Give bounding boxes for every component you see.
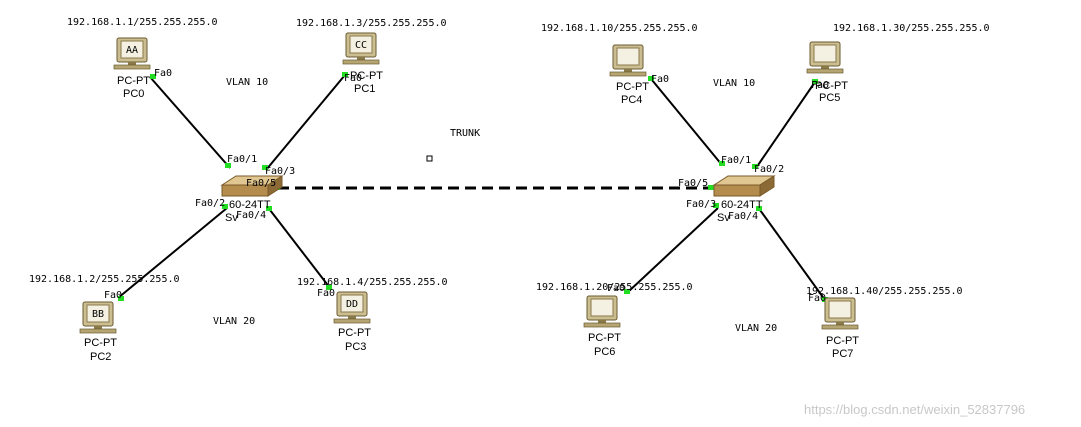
watermark: https://blog.csdn.net/weixin_52837796 (804, 402, 1025, 417)
name-label-pc0: PC0 (123, 88, 144, 100)
port-led (752, 164, 758, 169)
name-label-pc4: PC4 (621, 94, 642, 106)
ip-label-pc3: 192.168.1.4/255.255.255.0 (297, 277, 448, 288)
pc-icon-pc5[interactable] (806, 41, 844, 74)
link-pc3-sw0[interactable] (269, 209, 331, 289)
sw1-model-label: 60-24TT (721, 199, 763, 211)
name-label-pc7: PC7 (832, 348, 853, 360)
model-label-pc7: PC-PT (826, 335, 859, 347)
model-label-pc2: PC-PT (84, 337, 117, 349)
model-label-pc5: PC-PT (815, 80, 848, 92)
name-label-pc1: PC1 (354, 83, 375, 95)
port-led (648, 76, 654, 81)
sw0-model-label: 60-24TT (229, 199, 271, 211)
links (117, 74, 826, 301)
sw1-name-label: Sv (717, 212, 730, 224)
port-leds (118, 72, 828, 302)
port-label-pc6: Fa0 (607, 283, 625, 294)
pc-icon-pc1[interactable]: CC (342, 32, 380, 65)
port-led (266, 206, 272, 211)
pc-icon-pc6[interactable] (583, 295, 621, 328)
port-led (225, 163, 231, 168)
sw1-port-fa0-5: Fa0/5 (678, 178, 708, 189)
model-label-pc3: PC-PT (338, 327, 371, 339)
sw1-port-fa0-2: Fa0/2 (754, 164, 784, 175)
sw0-port-fa0-3: Fa0/3 (265, 166, 295, 177)
model-label-pc4: PC-PT (616, 81, 649, 93)
ip-label-pc5: 192.168.1.30/255.255.255.0 (833, 23, 990, 34)
sw1-port-fa0-3: Fa0/3 (686, 199, 716, 210)
ip-label-pc1: 192.168.1.3/255.255.255.0 (296, 18, 447, 29)
pc-icon-pc2[interactable]: BB (79, 301, 117, 334)
pc-icon-pc0[interactable]: AA (113, 37, 151, 70)
port-label-pc4: Fa0 (651, 74, 669, 85)
sw0-port-fa0-1: Fa0/1 (227, 154, 257, 165)
link-pc4-sw1[interactable] (651, 79, 723, 166)
ip-label-pc2: 192.168.1.2/255.255.255.0 (29, 274, 180, 285)
port-label-pc0: Fa0 (154, 68, 172, 79)
link-pc0-sw0[interactable] (149, 76, 231, 169)
port-led (150, 74, 156, 79)
sw0-name-label: Sv (225, 212, 238, 224)
port-led (342, 72, 348, 77)
link-pc7-sw1[interactable] (759, 209, 826, 301)
name-label-pc5: PC5 (819, 92, 840, 104)
pc-screen-text: CC (355, 40, 367, 51)
pc-icons: AA CC BB DD (79, 32, 859, 334)
sw0-port-fa0-2: Fa0/2 (195, 198, 225, 209)
labels: 192.168.1.1/255.255.255.0 192.168.1.3/25… (29, 17, 1025, 417)
port-led (719, 161, 725, 166)
port-led (262, 165, 268, 170)
link-pc1-sw0[interactable] (265, 74, 346, 171)
model-label-pc6: PC-PT (588, 332, 621, 344)
sw0-port-fa0-4: Fa0/4 (236, 210, 266, 221)
name-label-pc2: PC2 (90, 351, 111, 363)
link-pc6-sw1[interactable] (627, 207, 719, 293)
trunk-label: TRUNK (450, 128, 480, 139)
port-led (812, 79, 818, 84)
ip-label-pc6: 192.168.1.20/255.255.255.0 (536, 282, 693, 293)
name-label-pc3: PC3 (345, 341, 366, 353)
pc-icon-pc4[interactable] (609, 44, 647, 77)
pc-screen-text: BB (92, 309, 104, 320)
port-label-pc2: Fa0 (104, 290, 122, 301)
ip-label-pc4: 192.168.1.10/255.255.255.0 (541, 23, 698, 34)
port-led (326, 285, 332, 290)
cursor-marker (426, 155, 433, 162)
vlan10-left-label: VLAN 10 (226, 77, 268, 88)
switch-sw0[interactable] (220, 175, 284, 197)
ip-label-pc0: 192.168.1.1/255.255.255.0 (67, 17, 218, 28)
name-label-pc6: PC6 (594, 346, 615, 358)
pc-screen-text: AA (126, 45, 138, 56)
port-label-pc5: Fa0 (811, 80, 829, 91)
ip-label-pc7: 192.168.1.40/255.255.255.0 (806, 286, 963, 297)
link-pc2-sw0[interactable] (117, 207, 228, 299)
pc-icon-pc3[interactable]: DD (333, 291, 371, 324)
port-led (756, 206, 762, 211)
port-label-pc3: Fa0 (317, 288, 335, 299)
port-label-pc1: Fa0 (344, 73, 362, 84)
sw1-port-fa0-4: Fa0/4 (728, 211, 758, 222)
port-led (713, 203, 719, 208)
link-pc5-sw1[interactable] (755, 81, 816, 169)
port-led (118, 296, 124, 301)
sw1-port-fa0-1: Fa0/1 (721, 155, 751, 166)
model-label-pc0: PC-PT (117, 75, 150, 87)
model-label-pc1: PC-PT (350, 70, 383, 82)
port-led (708, 185, 714, 190)
vlan20-left-label: VLAN 20 (213, 316, 255, 327)
switch-sw1[interactable] (712, 175, 776, 197)
port-led (624, 289, 630, 294)
sw0-port-fa0-5: Fa0/5 (246, 178, 276, 189)
port-label-pc7: Fa0 (808, 293, 826, 304)
vlan10-right-label: VLAN 10 (713, 78, 755, 89)
vlan20-right-label: VLAN 20 (735, 323, 777, 334)
pc-icon-pc7[interactable] (821, 297, 859, 330)
pc-screen-text: DD (346, 299, 358, 310)
port-led (222, 204, 228, 209)
